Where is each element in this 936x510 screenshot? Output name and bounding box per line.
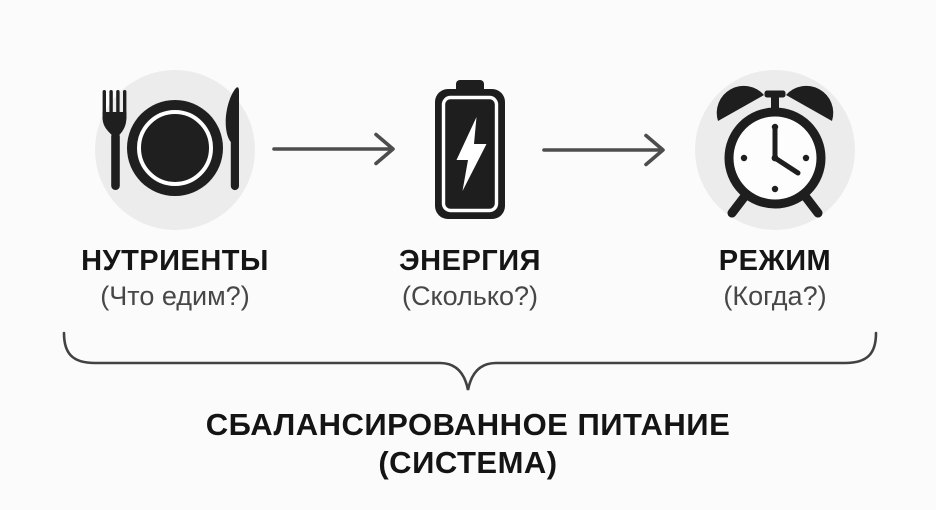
step-title: РЕЖИМ: [718, 245, 832, 277]
arrow-right-icon: [542, 133, 665, 167]
icon-wrap: [345, 80, 595, 230]
curly-brace: [62, 331, 878, 391]
battery-lightning-icon: [435, 80, 505, 219]
step-regime: РЕЖИМ (Когда?): [650, 0, 900, 330]
step-energy: ЭНЕРГИЯ (Сколько?): [345, 0, 595, 330]
arrow-right-icon: [272, 132, 395, 166]
alarm-clock-icon: [716, 85, 834, 218]
summary-line-1: СБАЛАНСИРОВАННОЕ ПИТАНИЕ: [205, 407, 731, 442]
step-title: ЭНЕРГИЯ: [399, 245, 541, 277]
fork-plate-knife-icon: [102, 87, 239, 196]
step-subtitle: (Что едим?): [100, 281, 250, 311]
step-subtitle: (Когда?): [723, 281, 827, 311]
step-nutrients: НУТРИЕНТЫ (Что едим?): [50, 0, 300, 330]
icon-bubble: [695, 70, 855, 230]
step-subtitle: (Сколько?): [402, 281, 538, 311]
summary-line-2: (СИСТЕМА): [378, 445, 558, 480]
summary-caption: СБАЛАНСИРОВАННОЕ ПИТАНИЕ (СИСТЕМА): [0, 406, 936, 482]
icon-bubble: [95, 70, 255, 230]
step-title: НУТРИЕНТЫ: [81, 245, 269, 277]
